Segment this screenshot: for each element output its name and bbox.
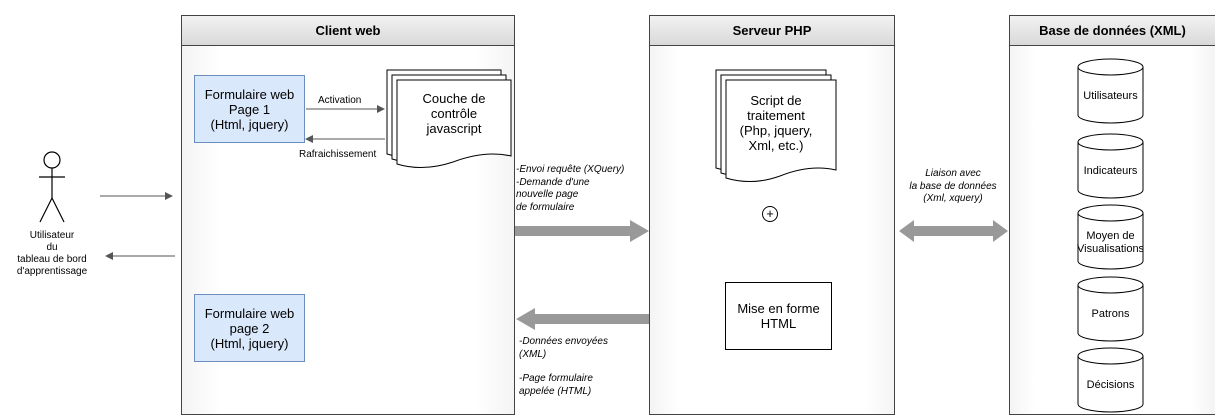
label-db-link: Liaison avec la base de données (Xml, xq… (909, 168, 997, 204)
database-cylinder-icon (1077, 276, 1144, 342)
db-cylinder: Patrons (1077, 276, 1144, 342)
lane-title-db: Base de données (XML) (1010, 16, 1215, 46)
plus-circle-icon: + (762, 206, 778, 222)
arrow-request (515, 220, 649, 242)
processing-script (714, 68, 839, 190)
actor-label: Utilisateur du tableau de bord d'apprent… (16, 230, 88, 277)
db-cylinder-label: Moyen de Visualisations (1077, 230, 1145, 255)
database-cylinder-icon (1077, 204, 1144, 270)
db-cylinder-label: Utilisateurs (1083, 90, 1138, 102)
database-cylinder-icon (1077, 58, 1144, 124)
label-activation: Activation (318, 95, 362, 106)
form-page-1: Formulaire web Page 1 (Html, jquery) (194, 75, 305, 143)
multi-document-icon (715, 69, 837, 182)
db-cylinder-label: Décisions (1086, 379, 1135, 391)
db-cylinder: Indicateurs (1077, 133, 1144, 199)
processing-script-label: Script de traitement (Php, jquery, Xml, … (739, 93, 813, 153)
label-page-called: -Page formulaire appelée (HTML) (519, 373, 593, 397)
js-control-layer: Couche de contrôle javascript (385, 68, 515, 178)
db-cylinder: Utilisateurs (1077, 58, 1144, 124)
lane-title-client: Client web (182, 16, 514, 46)
js-layer-label: Couche de contrôle javascript (422, 90, 486, 136)
db-cylinder-label: Indicateurs (1083, 165, 1138, 177)
html-formatting-box: Mise en forme HTML (725, 282, 832, 350)
multi-document-icon (386, 69, 512, 168)
lane-title-server: Serveur PHP (650, 16, 894, 46)
db-cylinder-label: Patrons (1091, 308, 1130, 320)
diagram-arrows (100, 105, 1008, 330)
database-cylinder-icon (1077, 133, 1144, 199)
db-cylinder: Décisions (1077, 347, 1144, 413)
plus-symbol: + (766, 206, 774, 221)
label-data-sent: -Données envoyées (XML) (519, 336, 608, 360)
label-refresh: Rafraichissement (299, 149, 377, 160)
actor-stick-figure-icon (39, 151, 65, 223)
arrow-response (516, 308, 649, 330)
form-page-2: Formulaire web page 2 (Html, jquery) (194, 294, 305, 362)
label-request: -Envoi requête (XQuery) -Demande d'une n… (516, 164, 625, 213)
arrow-db-link (899, 220, 1008, 242)
db-cylinder: Moyen de Visualisations (1077, 204, 1144, 270)
